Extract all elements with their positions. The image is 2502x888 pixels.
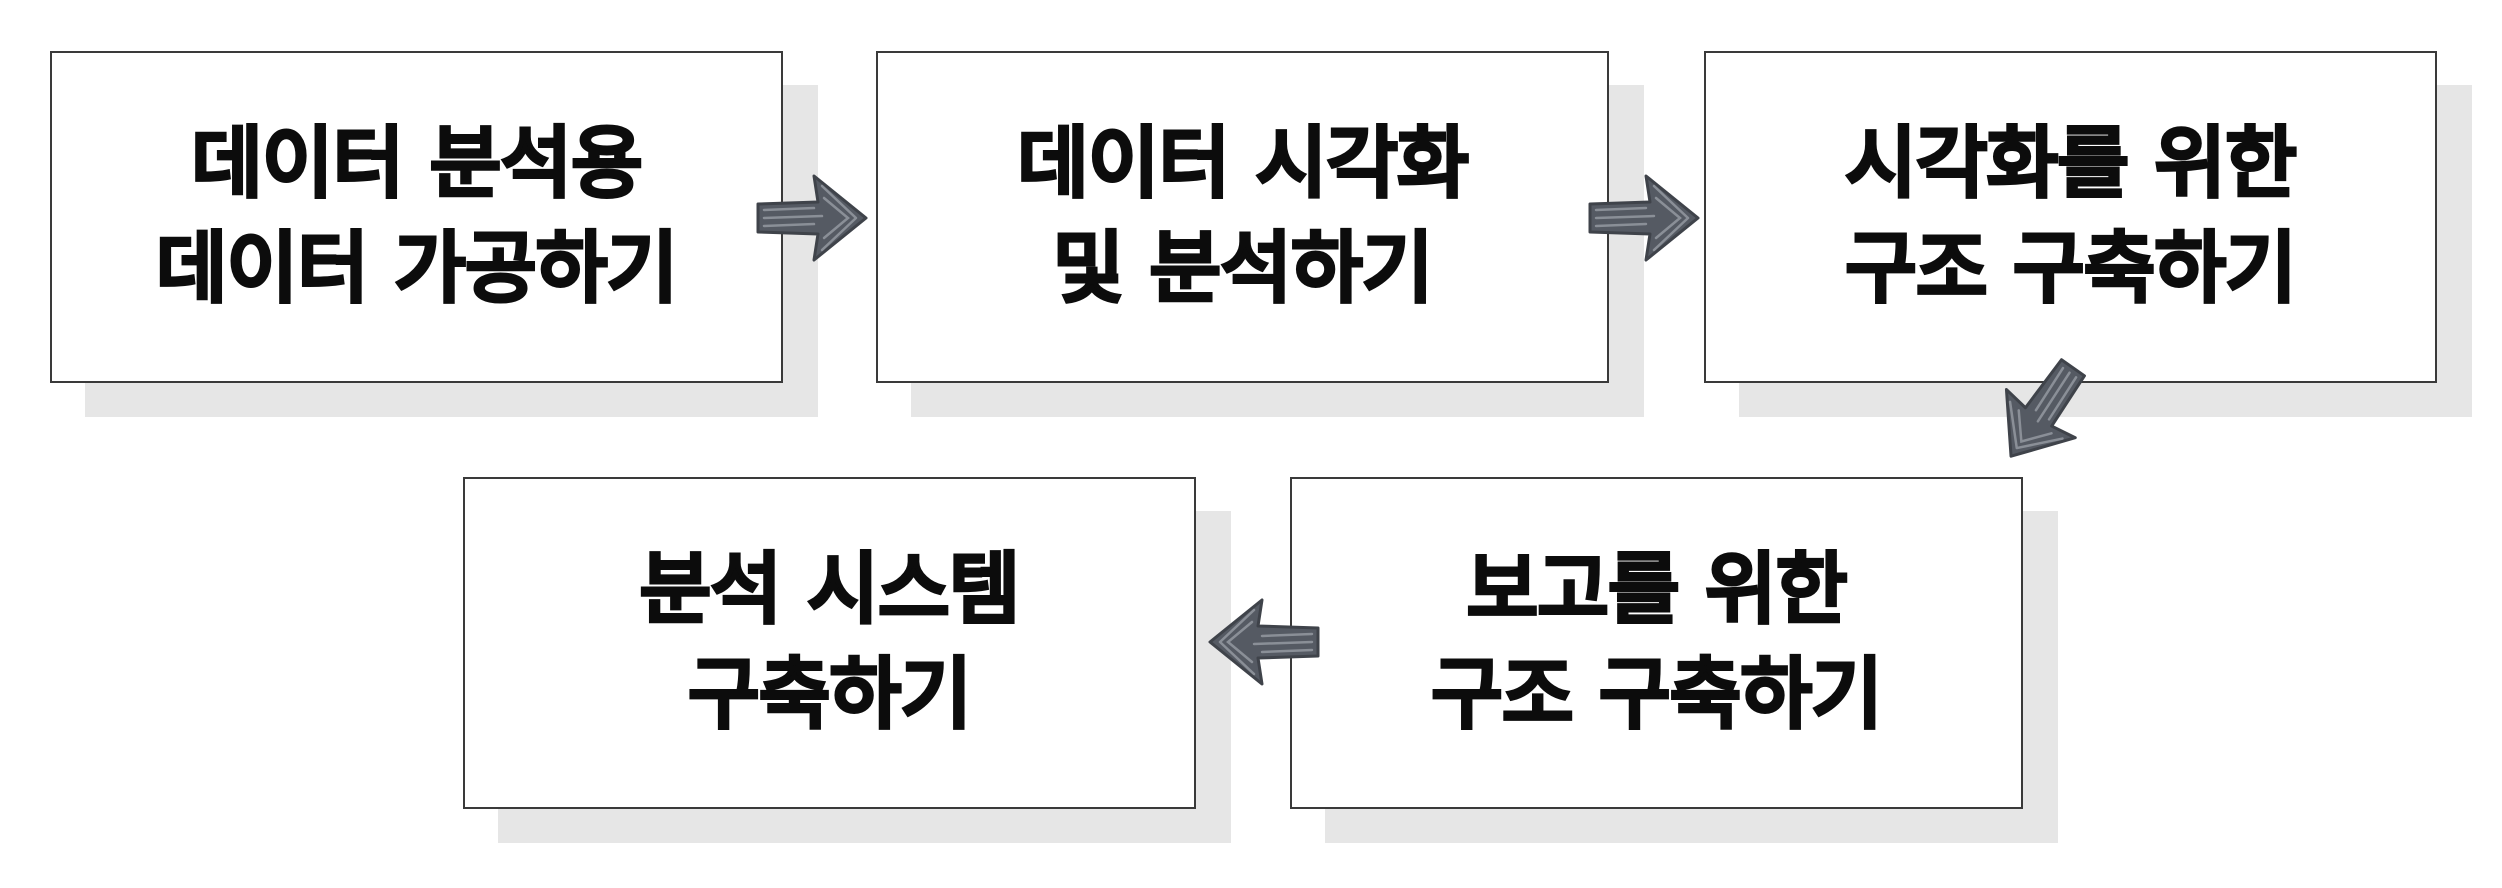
step-5-box: 분석 시스템 구축하기 <box>463 477 1196 809</box>
step-4-box: 보고를 위한 구조 구축하기 <box>1290 477 2023 809</box>
step-2-line-2: 및 분석하기 <box>1051 223 1434 316</box>
step-3-line-2: 구조 구축하기 <box>1844 223 2298 316</box>
arrow-left-icon <box>1208 598 1320 686</box>
arrow-right-icon <box>756 174 868 262</box>
step-2-line-1: 데이터 시각화 <box>1016 118 1470 211</box>
step-2-box: 데이터 시각화 및 분석하기 <box>876 51 1609 383</box>
step-1-box: 데이터 분석용 데이터 가공하기 <box>50 51 783 383</box>
step-4-line-2: 구조 구축하기 <box>1430 649 1884 742</box>
step-5-line-2: 구축하기 <box>687 649 974 742</box>
step-1-line-2: 데이터 가공하기 <box>154 223 679 316</box>
step-5-line-1: 분석 시스템 <box>638 544 1021 637</box>
step-4-line-1: 보고를 위한 <box>1465 544 1848 637</box>
step-3-line-1: 시각화를 위한 <box>1844 118 2298 211</box>
step-3-box: 시각화를 위한 구조 구축하기 <box>1704 51 2437 383</box>
step-1-line-1: 데이터 분석용 <box>190 118 644 211</box>
arrow-right-icon <box>1588 174 1700 262</box>
arrow-down-left-icon <box>2004 358 2086 458</box>
